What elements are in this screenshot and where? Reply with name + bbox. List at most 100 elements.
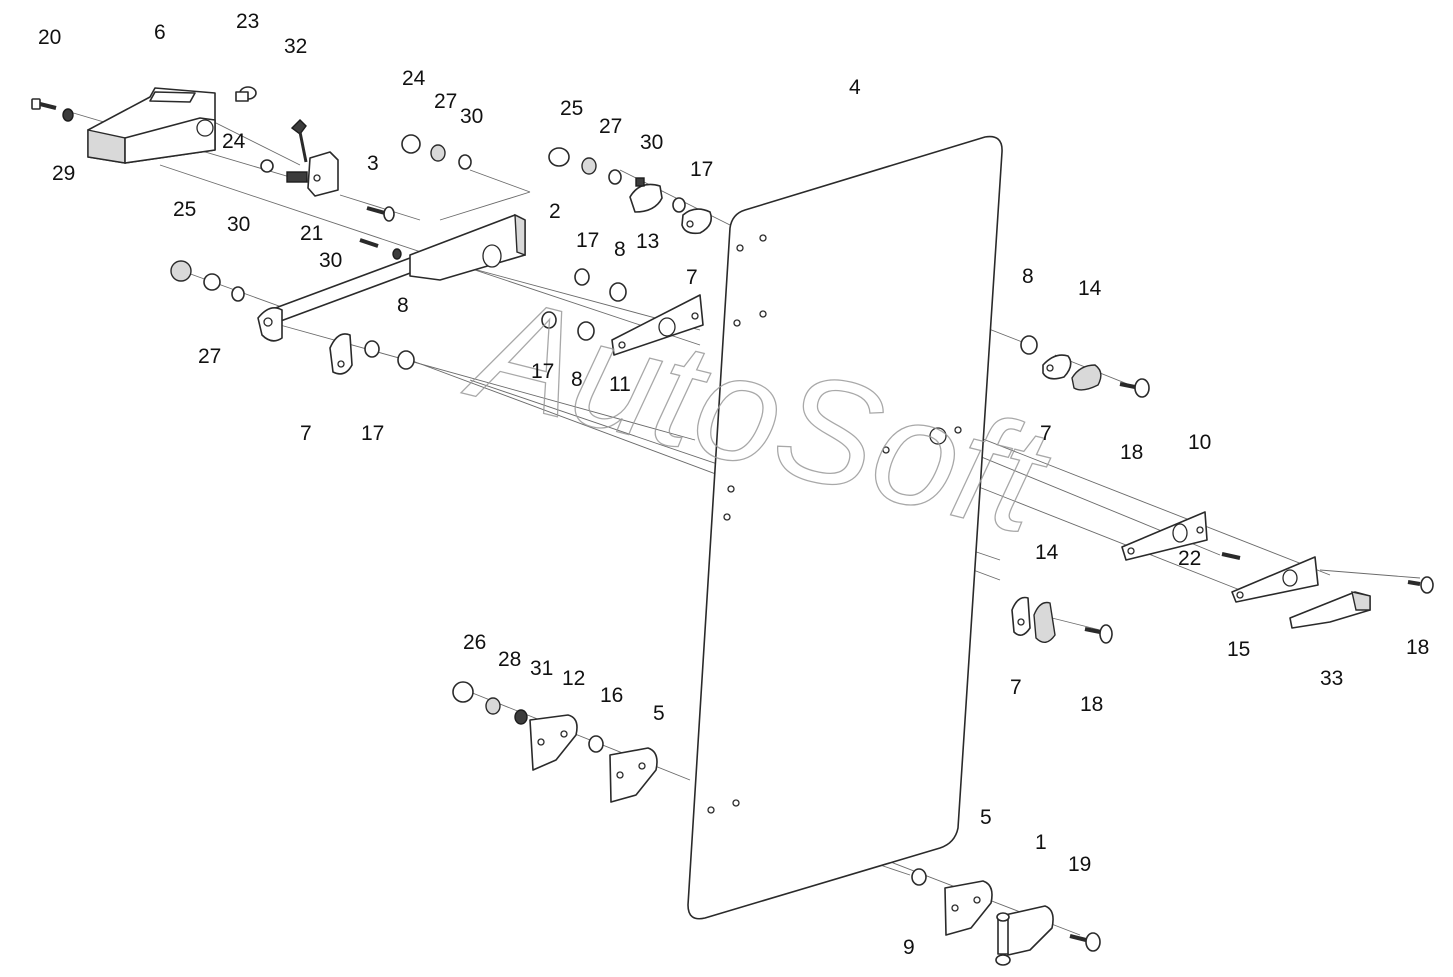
plate-part-5-upper	[609, 747, 658, 803]
bushing-part-16	[588, 735, 604, 753]
lock-mechanism-part-32	[286, 119, 339, 197]
stud-part-19	[1069, 932, 1101, 952]
callout-7-left: 7	[300, 422, 312, 445]
washer-part-31	[514, 709, 528, 725]
callout-7-lower: 7	[1010, 676, 1022, 699]
callout-19: 19	[1068, 853, 1091, 876]
washer-part-30	[458, 154, 472, 170]
washer-part-30-left	[231, 286, 245, 302]
nut-part-25-top	[548, 147, 570, 167]
plate-part-14-upper	[1071, 364, 1102, 391]
nut-part-24-small	[260, 159, 274, 173]
callout-12: 12	[562, 667, 585, 690]
callout-27-mid: 27	[599, 115, 622, 138]
callout-2: 2	[549, 200, 561, 223]
callout-15: 15	[1227, 638, 1250, 661]
callout-11: 11	[609, 373, 631, 396]
callout-labels: 1 2 3 4 5 5 6 7 7 7 7 8 8 8 8 9 10 11 12…	[38, 10, 1429, 959]
callout-1: 1	[1035, 831, 1047, 854]
callout-14-lower: 14	[1035, 541, 1059, 564]
nut-part-24	[401, 134, 421, 154]
bolt-part-3	[366, 206, 395, 222]
callout-18-mid: 18	[1080, 693, 1103, 716]
bushing-part-17-mid	[574, 268, 590, 286]
callout-30-left: 30	[227, 213, 250, 236]
callout-3: 3	[367, 152, 379, 175]
bolt-part-23	[235, 86, 257, 102]
callout-18-right: 18	[1406, 636, 1429, 659]
callout-30-top: 30	[460, 105, 483, 128]
washer-part-27-top	[581, 157, 597, 175]
callout-7-right: 7	[1040, 422, 1052, 445]
gasket-part-7-lower	[1011, 596, 1031, 636]
plate-part-5-lower	[944, 880, 993, 936]
plate-part-12	[529, 714, 578, 771]
bolt-part-21	[359, 238, 379, 248]
callout-18-upper: 18	[1120, 441, 1143, 464]
callout-16: 16	[600, 684, 623, 707]
callout-10: 10	[1188, 431, 1211, 454]
callout-6: 6	[154, 21, 166, 44]
callout-21: 21	[300, 222, 323, 245]
callout-27-left: 27	[198, 345, 221, 368]
callout-25-top: 25	[560, 97, 583, 120]
plate-part-13	[629, 177, 663, 213]
callout-28: 28	[498, 648, 521, 671]
bushing-part-9	[911, 868, 927, 886]
callout-8-top: 8	[614, 238, 626, 261]
callout-24-top: 24	[402, 67, 426, 90]
washer-part-30-top	[608, 169, 622, 185]
callout-23: 23	[236, 10, 259, 33]
callout-25-left: 25	[173, 198, 196, 221]
callout-30-mid: 30	[640, 131, 663, 154]
bushing-part-8-left	[397, 350, 415, 370]
bushing-part-8-mid	[609, 282, 627, 302]
callout-9: 9	[903, 936, 915, 959]
callout-24-left: 24	[222, 130, 246, 153]
plate-part-14-lower	[1033, 601, 1056, 643]
bushing-part-8-low	[577, 321, 595, 341]
callout-31: 31	[530, 657, 553, 680]
callout-20: 20	[38, 26, 61, 49]
callout-17-top: 17	[690, 158, 713, 181]
callout-4: 4	[849, 76, 861, 99]
washer-part-30-mid	[392, 248, 402, 260]
callout-14-upper: 14	[1078, 277, 1102, 300]
plate-part-11	[611, 294, 704, 356]
washer-part-29	[62, 108, 74, 122]
stud-part-18-mid	[1084, 624, 1113, 644]
callout-8-mid: 8	[571, 368, 583, 391]
washer-part-27	[430, 144, 446, 162]
glass-panel	[687, 135, 1003, 920]
bushing-part-8-right	[1020, 335, 1038, 355]
gasket-part-7-left	[329, 333, 353, 375]
handle-part-33	[1289, 591, 1371, 629]
callout-27-top: 27	[434, 90, 457, 113]
arm-bracket-part-2	[257, 213, 526, 342]
callout-26: 26	[463, 631, 486, 654]
callout-17-mid: 17	[576, 229, 599, 252]
callout-5-upper: 5	[653, 702, 665, 725]
gasket-part-7-top	[681, 208, 713, 235]
callout-13: 13	[636, 230, 659, 253]
stud-part-18-right	[1407, 576, 1434, 594]
callout-7-top: 7	[686, 266, 698, 289]
callout-8-right: 8	[1022, 265, 1034, 288]
bolt-part-22	[1221, 552, 1241, 560]
callout-32: 32	[284, 35, 307, 58]
stud-part-18-upper	[1119, 378, 1150, 398]
callout-22: 22	[1178, 547, 1201, 570]
callout-29: 29	[52, 162, 75, 185]
bolt-part-20	[31, 98, 57, 110]
callout-33: 33	[1320, 667, 1343, 690]
hinge-plate-part-1	[995, 905, 1054, 966]
washer-part-27-left	[203, 273, 221, 291]
bushing-part-17-top	[672, 197, 686, 213]
callout-30-lower: 30	[319, 249, 342, 272]
plate-part-10	[1121, 511, 1208, 561]
callout-8-left: 8	[397, 294, 409, 317]
gasket-part-7-right	[1042, 354, 1072, 380]
plate-part-15	[1231, 556, 1319, 603]
hinge-bracket-part-6	[87, 87, 216, 164]
